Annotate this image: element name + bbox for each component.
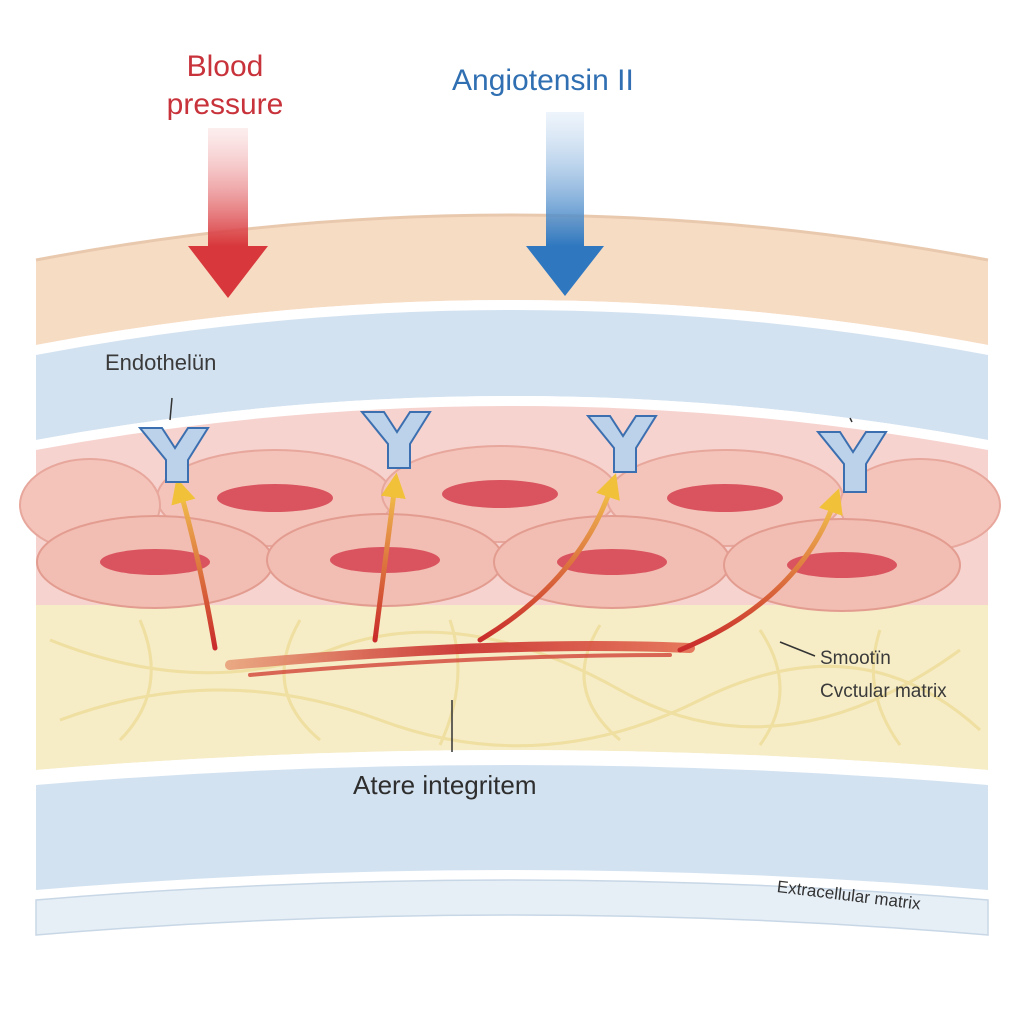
- angiotensin-arrow: [526, 112, 604, 296]
- cytular-matrix-label: Cvctular matrix: [820, 681, 947, 702]
- blood-pressure-label-line1: Blood: [186, 50, 264, 83]
- endothelin-label: Endothelün: [105, 350, 217, 375]
- blood-pressure-arrow: [188, 128, 268, 298]
- lumen-blue-layer: [36, 765, 988, 890]
- receptor-icon: [585, 415, 658, 473]
- nucleus: [557, 549, 667, 575]
- adventitia-layer: [36, 215, 988, 345]
- nucleus: [787, 552, 897, 578]
- receptor-icon: [137, 427, 210, 483]
- media-blue-layer: [36, 310, 988, 440]
- signal-fibers: [171, 472, 843, 677]
- nucleus: [217, 484, 333, 512]
- receptor-icon: [815, 431, 888, 493]
- angiotensin-label: Angiotensin II: [452, 64, 634, 97]
- matrix-layer: [36, 605, 988, 770]
- blood-pressure-label-line2: pressure: [166, 88, 284, 121]
- nucleus: [667, 484, 783, 512]
- blood-pressure-label: Blood pressure: [150, 48, 300, 124]
- smooth-label: Smootïn: [820, 648, 891, 669]
- cell: [381, 445, 619, 543]
- nucleus: [100, 549, 210, 575]
- atere-integritem-label: Atere integritem: [353, 770, 537, 800]
- cell: [723, 518, 961, 612]
- leader-lines: [169, 397, 853, 752]
- basement-band: [35, 879, 989, 936]
- receptor-icon: [359, 411, 432, 469]
- cell: [493, 515, 731, 609]
- cell: [36, 515, 274, 609]
- nucleus: [442, 480, 558, 508]
